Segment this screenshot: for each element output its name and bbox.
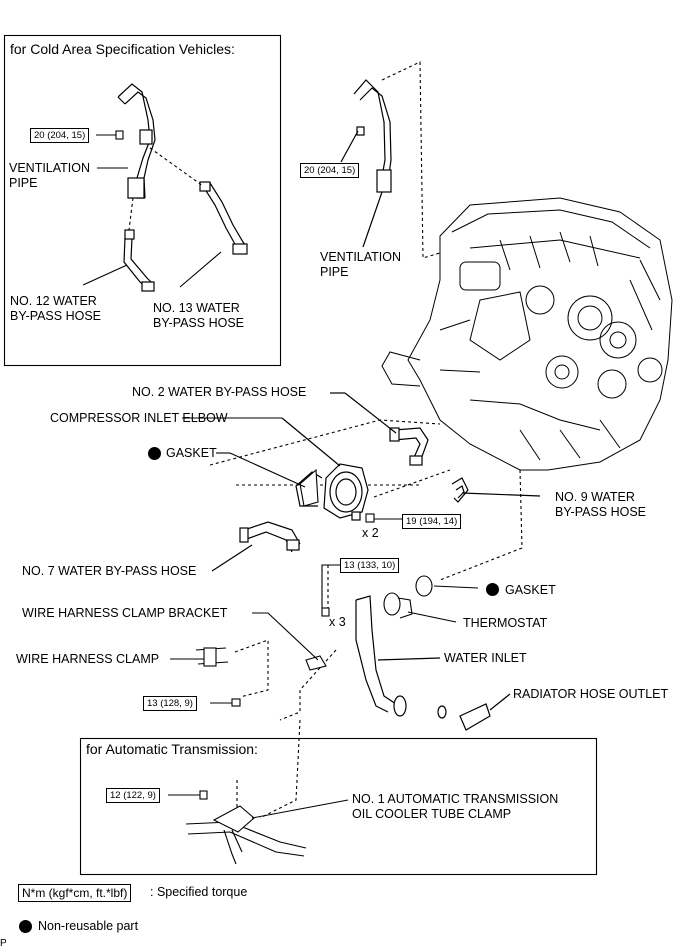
nonreusable-mark-upper bbox=[148, 447, 161, 460]
inset-ventilation-pipe bbox=[117, 83, 156, 199]
no2-hose bbox=[330, 392, 429, 466]
label-ventilation-pipe-main: VENTILATION PIPE bbox=[320, 250, 402, 279]
label-thermostat: THERMOSTAT bbox=[463, 616, 548, 630]
inset-dash-lines bbox=[128, 147, 204, 231]
label-no12-hose: NO. 12 WATER BY-PASS HOSE bbox=[10, 294, 102, 323]
label-wire-harness-clamp-bracket: WIRE HARNESS CLAMP BRACKET bbox=[22, 606, 228, 620]
inset-no12-hose bbox=[123, 229, 155, 292]
torque-bracket-bolt: 13 (128, 9) bbox=[143, 696, 197, 711]
label-gasket-upper: GASKET bbox=[166, 446, 217, 460]
cold-area-title: for Cold Area Specification Vehicles: bbox=[10, 41, 235, 57]
thermostat bbox=[383, 592, 457, 623]
label-water-inlet: WATER INLET bbox=[444, 651, 527, 665]
nonreusable-mark-lower bbox=[486, 583, 499, 596]
engine-block bbox=[381, 197, 673, 471]
legend-nonreusable-text: Non-reusable part bbox=[38, 919, 139, 933]
torque-elbow-nut: 19 (194, 14) bbox=[402, 514, 462, 529]
inset-leaders bbox=[82, 167, 222, 288]
label-gasket-lower: GASKET bbox=[505, 583, 556, 597]
torque-vent-pipe-bolt: 20 (204, 15) bbox=[300, 163, 360, 178]
torque-inlet-bolt: 13 (133, 10) bbox=[340, 558, 400, 573]
bracket-part bbox=[252, 612, 327, 671]
at-bolt bbox=[168, 790, 208, 800]
lower-gasket bbox=[415, 575, 479, 597]
elbow-nut bbox=[365, 513, 402, 523]
legend-nonreusable-mark bbox=[19, 920, 32, 933]
at-title: for Automatic Transmission: bbox=[86, 741, 258, 757]
torque-inset-bolt: 20 (204, 15) bbox=[30, 128, 90, 143]
label-compressor-inlet-elbow: COMPRESSOR INLET ELBOW bbox=[50, 411, 228, 425]
label-wire-harness-clamp: WIRE HARNESS CLAMP bbox=[16, 652, 160, 666]
label-no9-hose: NO. 9 WATER BY-PASS HOSE bbox=[555, 490, 647, 519]
label-no13-hose: NO. 13 WATER BY-PASS HOSE bbox=[153, 301, 245, 330]
qty-inlet-bolt: x 3 bbox=[329, 615, 346, 629]
compressor-inlet-elbow bbox=[281, 417, 369, 521]
upper-gasket bbox=[229, 452, 319, 507]
inlet-bolt bbox=[321, 564, 340, 617]
at-clamp-part bbox=[185, 799, 349, 865]
no9-hose bbox=[451, 477, 541, 503]
label-no1-at-clamp: NO. 1 AUTOMATIC TRANSMISSION OIL COOLER … bbox=[352, 792, 559, 821]
radiator-hose-outlet bbox=[437, 693, 511, 731]
bracket-bolt bbox=[210, 698, 241, 707]
clamp-part bbox=[170, 647, 229, 667]
label-radiator-hose-outlet: RADIATOR HOSE OUTLET bbox=[513, 687, 669, 701]
inset-bolt bbox=[96, 130, 124, 140]
no7-hose bbox=[211, 521, 301, 572]
label-no2-hose: NO. 2 WATER BY-PASS HOSE bbox=[132, 385, 307, 399]
at-frame bbox=[79, 737, 598, 876]
main-ventilation-pipe bbox=[340, 79, 392, 248]
water-inlet bbox=[355, 595, 441, 717]
legend-torque-text: : Specified torque bbox=[150, 885, 248, 899]
torque-at-clamp-bolt: 12 (122, 9) bbox=[106, 788, 160, 803]
label-no7-hose: NO. 7 WATER BY-PASS HOSE bbox=[22, 564, 197, 578]
corner-mark: P bbox=[0, 938, 7, 949]
cold-area-frame bbox=[3, 34, 282, 367]
legend-torque-unit: N*m (kgf*cm, ft.*lbf) bbox=[18, 884, 132, 902]
inset-no13-hose bbox=[199, 181, 248, 255]
qty-elbow-nut: x 2 bbox=[362, 526, 379, 540]
label-ventilation-pipe-inset: VENTILATION PIPE bbox=[9, 161, 91, 190]
